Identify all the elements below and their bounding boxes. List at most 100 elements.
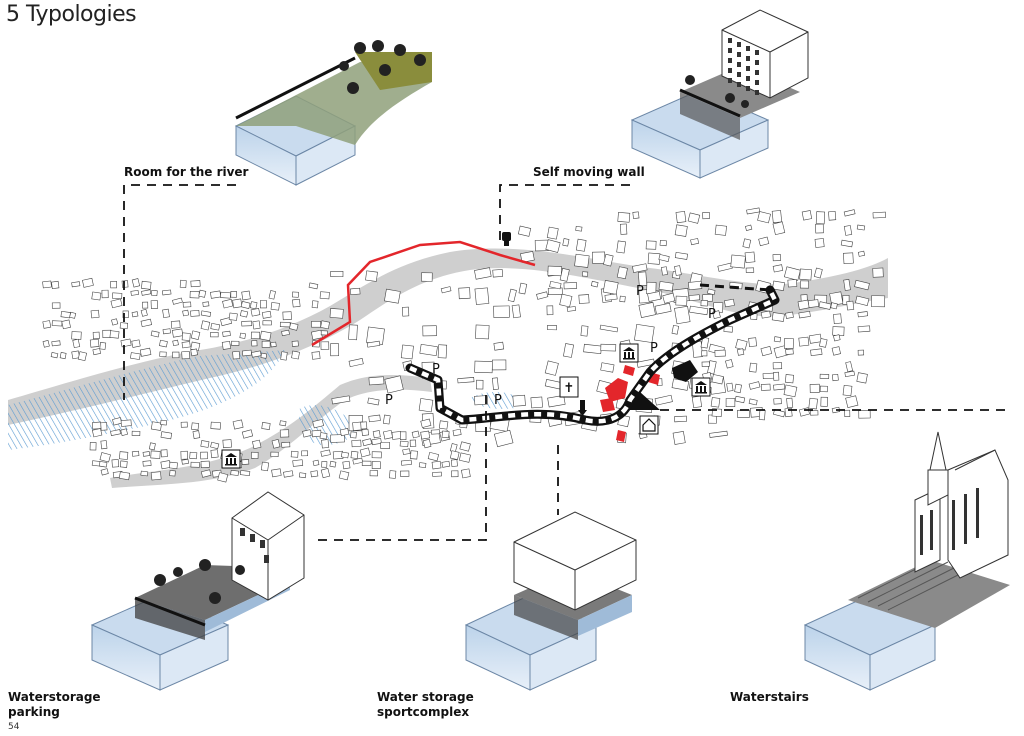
building-footprint — [828, 210, 837, 221]
building-footprint — [60, 310, 71, 319]
building-footprint — [110, 429, 121, 436]
building-footprint — [771, 210, 783, 224]
building-footprint — [845, 395, 859, 408]
building-footprint — [772, 264, 784, 273]
building-footprint — [810, 410, 819, 416]
gate-icon — [502, 232, 511, 246]
building-footprint — [261, 422, 271, 430]
window — [728, 48, 732, 53]
building-footprint — [241, 290, 251, 301]
building-footprint — [260, 300, 267, 309]
building-footprint — [566, 306, 577, 312]
building-footprint — [798, 310, 811, 319]
building-footprint — [421, 272, 433, 282]
building-footprint — [559, 268, 570, 282]
building-footprint — [760, 345, 773, 357]
building-footprint — [430, 429, 441, 435]
building-footprint — [252, 320, 261, 330]
building-footprint — [457, 377, 475, 384]
building-footprint — [493, 341, 505, 351]
building-footprint — [169, 461, 178, 470]
building-footprint — [725, 398, 736, 408]
building-footprint — [658, 254, 670, 262]
building-footprint — [632, 263, 648, 273]
building-footprint — [350, 431, 357, 439]
building-footprint — [437, 344, 448, 359]
building-footprint — [818, 338, 828, 348]
building-footprint — [311, 329, 323, 340]
building-footprint — [259, 330, 272, 341]
building-footprint — [130, 290, 139, 296]
building-footprint — [402, 306, 410, 317]
building-footprint — [51, 302, 61, 309]
window — [755, 70, 759, 75]
building-footprint — [689, 305, 709, 316]
building-footprint — [391, 431, 402, 440]
building-footprint — [575, 226, 583, 232]
building-footprint — [71, 281, 81, 288]
building-footprint — [169, 470, 176, 477]
building-footprint — [701, 361, 710, 367]
building-footprint — [319, 291, 330, 300]
building-footprint — [172, 339, 179, 347]
building-footprint — [674, 251, 688, 260]
building-footprint — [844, 409, 851, 417]
parking-marker: P — [432, 362, 440, 377]
building-footprint — [819, 373, 830, 379]
parking-marker: P — [708, 307, 716, 322]
building-footprint — [671, 324, 680, 335]
page-title: 5 Typologies — [6, 2, 137, 27]
building-footprint — [384, 288, 401, 304]
building-footprint — [100, 440, 108, 450]
building-footprint — [320, 320, 330, 330]
window — [755, 90, 759, 95]
building-footprint — [222, 298, 234, 309]
building-footprint — [744, 251, 756, 263]
building-footprint — [210, 290, 222, 299]
building-footprint — [798, 407, 810, 417]
building-footprint — [675, 210, 687, 224]
window — [746, 46, 750, 51]
building-footprint — [230, 291, 237, 298]
building-footprint — [350, 287, 361, 296]
building-footprint — [547, 325, 557, 331]
building-footprint — [289, 322, 299, 331]
building-footprint — [172, 297, 183, 305]
building-footprint — [91, 421, 102, 430]
building-footprint — [320, 330, 328, 336]
building-footprint — [222, 330, 231, 337]
building-footprint — [559, 293, 573, 308]
building-footprint — [118, 471, 131, 481]
building-footprint — [292, 298, 301, 308]
building-footprint — [772, 221, 786, 236]
building-footprint — [546, 305, 554, 316]
building-footprint — [92, 331, 100, 340]
building-footprint — [714, 349, 726, 357]
building-footprint — [200, 440, 210, 448]
building-footprint — [329, 460, 337, 468]
building-footprint — [270, 302, 280, 311]
building-footprint — [77, 351, 88, 362]
building-footprint — [159, 351, 167, 358]
building-footprint — [427, 451, 440, 462]
building-footprint — [182, 301, 192, 308]
parking-marker: P — [385, 393, 393, 408]
building-footprint — [170, 320, 181, 329]
building-footprint — [302, 429, 312, 438]
museum-icon — [221, 449, 241, 469]
building-footprint — [42, 320, 52, 329]
building-footprint — [840, 239, 853, 248]
building-footprint — [748, 337, 757, 348]
building-footprint — [261, 310, 272, 319]
building-footprint — [241, 349, 252, 357]
building-footprint — [330, 271, 344, 278]
building-footprint — [281, 329, 290, 337]
building-footprint — [232, 419, 244, 430]
building-footprint — [813, 267, 823, 279]
building-footprint — [240, 470, 251, 477]
building-footprint — [475, 324, 490, 340]
building-footprint — [402, 448, 411, 455]
building-footprint — [160, 431, 173, 440]
building-footprint — [311, 351, 321, 360]
building-footprint — [71, 331, 82, 340]
